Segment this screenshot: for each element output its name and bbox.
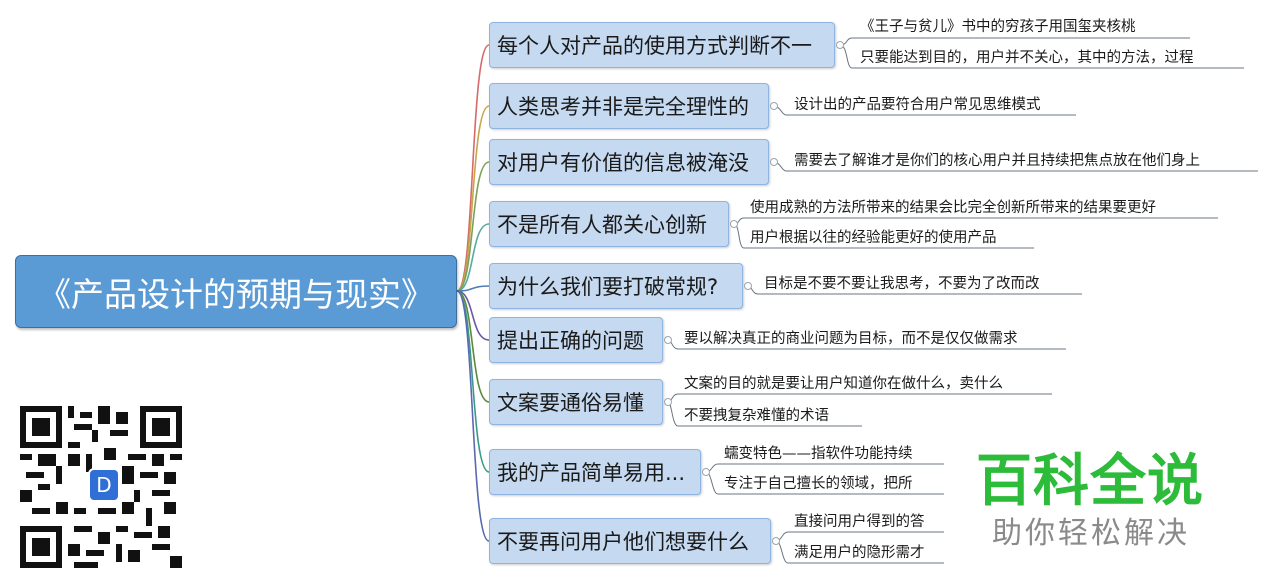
collapse-toggle-icon[interactable] <box>836 41 844 49</box>
subtopic[interactable]: 需要去了解谁才是你们的核心用户并且持续把焦点放在他们身上 <box>794 153 1200 169</box>
subtopic[interactable]: 用户根据以往的经验能更好的使用产品 <box>750 230 997 246</box>
subtopic[interactable]: 文案的目的就是要让用户知道你在做什么，卖什么 <box>684 376 1003 392</box>
collapse-toggle-icon[interactable] <box>770 102 778 110</box>
branch-topic[interactable]: 人类思考并非是完全理性的 <box>489 83 769 129</box>
collapse-toggle-icon[interactable] <box>664 398 672 406</box>
branch-topic[interactable]: 不要再问用户他们想要什么 <box>489 518 771 564</box>
branch-topic[interactable]: 提出正确的问题 <box>489 317 663 363</box>
branch-topic[interactable]: 不是所有人都关心创新 <box>489 201 729 247</box>
watermark-title: 百科全说 <box>976 449 1204 514</box>
subtopic[interactable]: 不要拽复杂难懂的术语 <box>684 408 829 424</box>
collapse-toggle-icon[interactable] <box>664 336 672 344</box>
subtopic[interactable]: 满足用户的隐形需才 <box>794 545 925 561</box>
watermark-backdrop <box>944 440 1280 585</box>
subtopic[interactable]: 只要能达到目的，用户并不关心，其中的方法，过程 <box>860 50 1194 66</box>
subtopic[interactable]: 目标是不要不要让我思考，不要为了改而改 <box>764 276 1040 292</box>
collapse-toggle-icon[interactable] <box>770 158 778 166</box>
subtopic[interactable]: 使用成熟的方法所带来的结果会比完全创新所带来的结果要更好 <box>750 200 1156 216</box>
collapse-toggle-icon[interactable] <box>744 282 752 290</box>
watermark-subtitle: 助你轻松解决 <box>992 516 1190 551</box>
subtopic[interactable]: 要以解决真正的商业问题为目标，而不是仅仅做需求 <box>684 331 1018 347</box>
subtopic[interactable]: 直接问用户得到的答 <box>794 514 925 530</box>
collapse-toggle-icon[interactable] <box>702 468 710 476</box>
subtopic[interactable]: 专注于自己擅长的领域，把所 <box>724 476 913 492</box>
collapse-toggle-icon[interactable] <box>730 220 738 228</box>
branch-topic[interactable]: 文案要通俗易懂 <box>489 379 663 425</box>
subtopic[interactable]: 《王子与贫儿》书中的穷孩子用国玺夹核桃 <box>860 19 1136 35</box>
subtopic[interactable]: 蠕变特色——指软件功能持续 <box>724 446 913 462</box>
collapse-toggle-icon[interactable] <box>772 537 780 545</box>
root-topic[interactable]: 《产品设计的预期与现实》 <box>15 255 457 328</box>
subtopic[interactable]: 设计出的产品要符合用户常见思维模式 <box>794 97 1041 113</box>
branch-topic[interactable]: 对用户有价值的信息被淹没 <box>489 139 769 185</box>
branch-topic[interactable]: 每个人对产品的使用方式判断不一 <box>489 22 835 68</box>
branch-topic[interactable]: 我的产品简单易用... <box>489 449 701 495</box>
branch-topic[interactable]: 为什么我们要打破常规? <box>489 263 743 309</box>
qr-logo-badge: D <box>88 468 120 502</box>
